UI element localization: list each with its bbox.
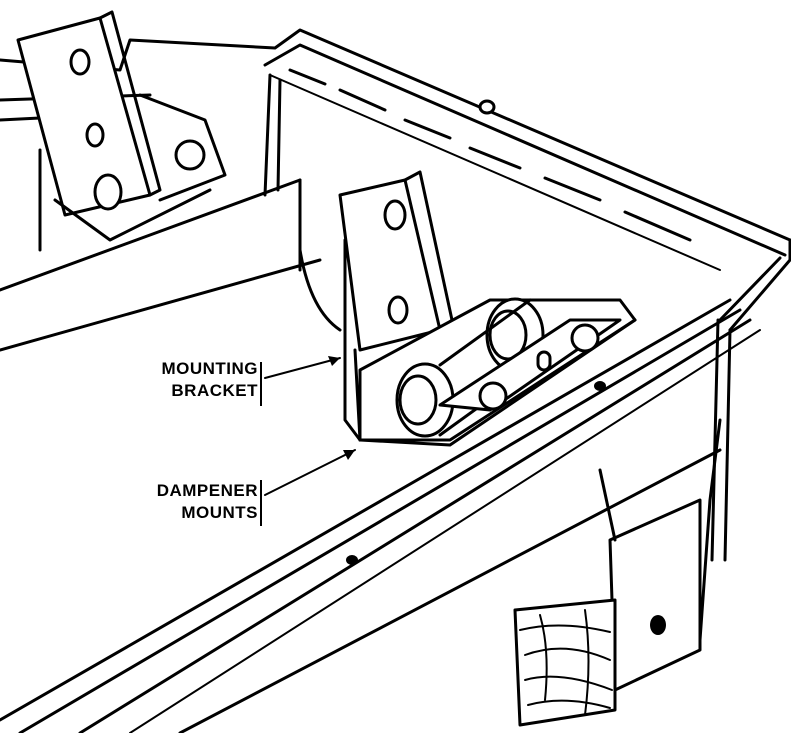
frame-front-rail [0, 298, 761, 733]
dampener-mounts-line1: DAMPENER [156, 481, 258, 500]
dampener-mounts [395, 297, 622, 438]
mounting-bracket-line2: BRACKET [171, 381, 258, 400]
leader-lines [264, 356, 356, 496]
mounting-bracket-callout: MOUNTING BRACKET [118, 358, 258, 402]
mounting-bracket-line1: MOUNTING [161, 359, 258, 378]
mounting-bracket-bar [260, 362, 262, 406]
dampener-mounts-callout: DAMPENER MOUNTS [118, 480, 258, 524]
wood-block [513, 598, 617, 727]
frame-right-corner [710, 238, 791, 562]
dampener-mounts-line2: MOUNTS [181, 503, 258, 522]
dampener-mounts-bar [260, 480, 262, 526]
left-bracket [16, 10, 227, 242]
